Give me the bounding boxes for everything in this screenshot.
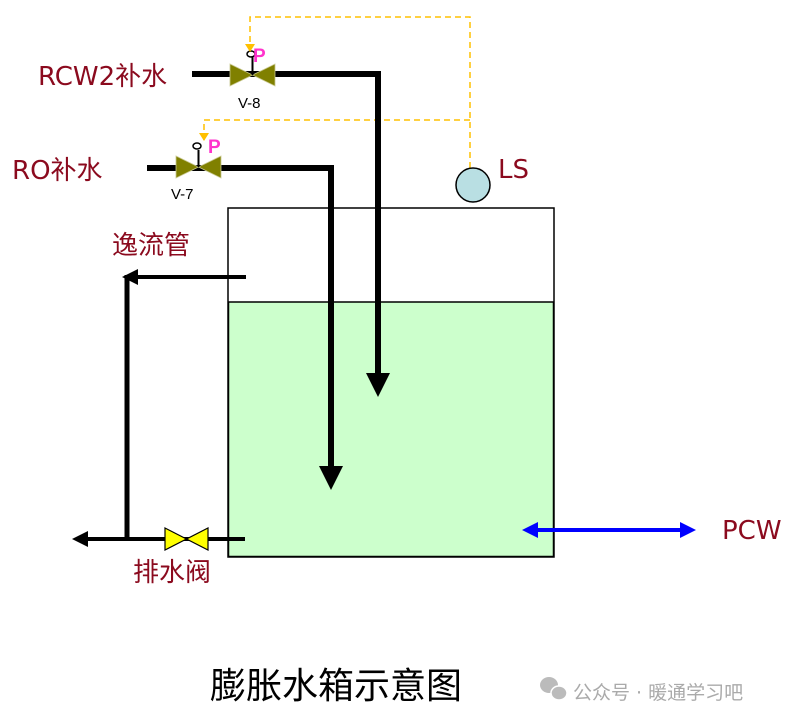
ls-label: LS <box>498 155 529 185</box>
tank-water <box>227 301 555 558</box>
ro-label: RO补水 <box>12 156 103 186</box>
level-switch <box>455 167 491 203</box>
valve-v8-actuator-icon <box>246 50 256 58</box>
valve-v8[interactable]: P <box>229 44 276 87</box>
signal-arrow-icon <box>199 133 209 141</box>
v8-actuator-label: P <box>253 46 266 67</box>
v8-tag: V-8 <box>238 95 261 112</box>
drain-label: 排水阀 <box>133 558 211 588</box>
rcw2-label: RCW2补水 <box>38 62 167 92</box>
overflow-label: 逸流管 <box>112 231 190 261</box>
v7-actuator-label: P <box>208 137 221 158</box>
signal-line-v7 <box>203 119 470 140</box>
valve-v7-actuator-icon <box>192 142 202 150</box>
wechat-icon <box>540 677 568 701</box>
diagram-title: 膨胀水箱示意图 <box>210 666 462 707</box>
signal-arrow-icon <box>245 44 255 52</box>
drain-valve[interactable] <box>164 527 209 551</box>
v7-tag: V-7 <box>171 186 194 203</box>
pcw-label: PCW <box>722 516 782 546</box>
signal-line-v8 <box>249 16 471 168</box>
valve-v7[interactable]: P <box>175 133 222 179</box>
watermark: 公众号 · 暖通学习吧 <box>573 682 743 704</box>
